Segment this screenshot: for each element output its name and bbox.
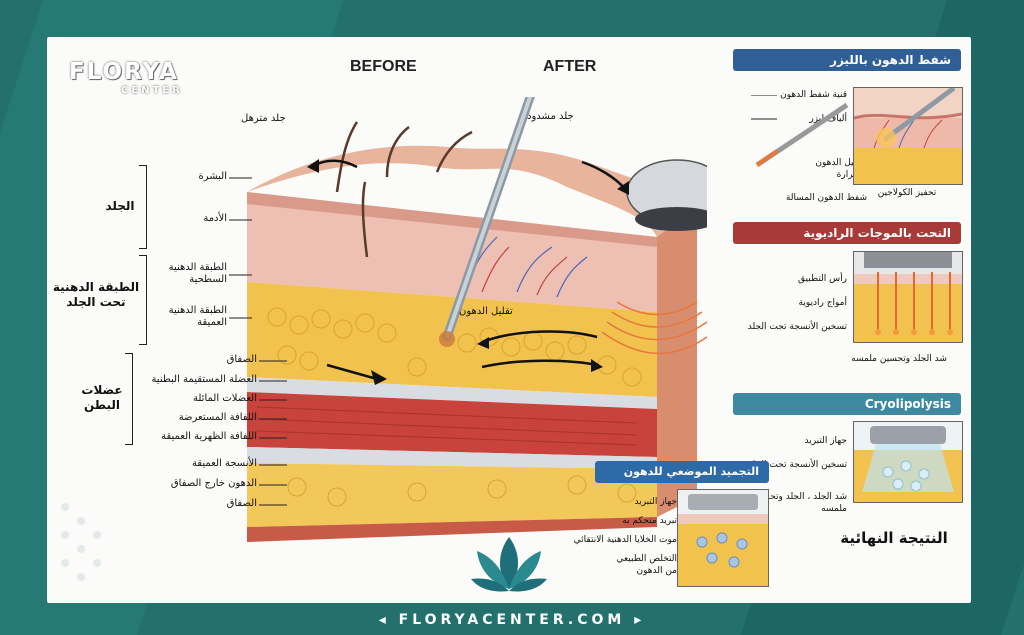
skin-surface-top [247,145,697,237]
fat-cells [267,307,642,507]
rf-item-heating: تسخين الأنسجة تحت الجلد [747,322,847,332]
skin-cross-section [247,97,707,542]
layer-label-dermis: الأدمة [203,213,227,224]
freeze-item-elimination: التخلص الطبيعي من الدهون [616,554,677,576]
hair-strands [335,121,473,258]
rf-item-head: رأس التطبيق [798,274,847,284]
layer-label-deep-tissue: الأنسجة العميقة [191,458,257,469]
label-leaders [229,177,287,506]
laser-illustration [853,87,963,185]
bracket-muscles [125,353,133,445]
laser-illustration-art [854,88,962,184]
rf-device [626,159,707,231]
freeze-item-device: جهاز التبريد [634,497,677,507]
infographic-panel: FLORYA CENTER BEFORE AFTER [47,37,971,603]
layer-label-rectus: العضلة المستقيمة البطنية [151,374,257,385]
rf-title: النحت بالموجات الراديوية [733,222,961,244]
fat-reduction-arrow [481,330,598,369]
layer-label-oblique: العضلات المائلة [193,393,257,404]
laser-cannula [439,97,535,347]
group-skin: الجلد [105,199,135,213]
fascia-layer-lower [247,447,657,469]
lotus-logo-icon [471,537,547,592]
group-subcutaneous: الطبقة الدهنية تحت الجلد [52,280,140,309]
before-heading: BEFORE [350,58,417,75]
cryo-item-tighten: شد الجلد ، الجلد وتحسين ملمسه [752,492,847,514]
epidermis-layer [247,192,657,247]
layer-label-extraperitoneal-fat: الدهون خارج الصفاق [170,478,257,489]
peritoneum-layer [247,517,657,542]
label-tight-skin: جلد مشدود [527,111,574,122]
cryo-illustration [853,421,963,503]
laser-caption: تحفيز الكولاجين [877,188,937,198]
laser-item-suction: شفط الدهون المسالة [785,193,867,203]
cryo-caption: النتيجة النهائية [840,529,948,547]
fascia-layer [247,377,657,409]
muscle-layer [247,392,657,457]
brand-logo: FLORYA [69,59,179,85]
rf-waves [601,301,707,354]
bracket-skin [139,165,147,249]
freeze-illustration-art [678,490,768,568]
layer-label-deep-fat: الطبقة الدهنية العميقة [168,305,227,328]
freeze-illustration [677,489,769,587]
dots-decoration [61,503,101,581]
skin-layer [247,192,657,312]
layer-label-epidermis: البشرة [198,171,227,182]
layer-label-transverse-fascia: اللفافة المستعرضة [178,412,257,423]
rf-illustration-art [854,252,962,335]
laser-fiber-art [751,95,849,168]
cryo-item-device: جهاز التبريد [804,436,847,446]
footer-arrow-left-icon: ◂ [378,612,399,628]
after-heading: AFTER [543,58,597,75]
local-freeze-title: التجميد الموضعي للدهون [595,461,769,483]
fat-flow-arrow [371,370,387,385]
layer-label-peritoneum: الصفاق [226,354,257,365]
muscle-fibers [256,406,638,446]
label-fat-reduction: تقليل الدهون [459,306,513,317]
footer-url[interactable]: ◂ FLORYACENTER.COM ▸ [0,606,1024,635]
bracket-subcutaneous [139,255,147,345]
freeze-item-controlled: تبريد متحكم به [622,516,677,526]
freeze-item-apoptosis: موت الخلايا الدهنية الانتقائي [573,535,677,545]
layer-label-deep-dorsal-fascia: اللفافة الظهرية العميقة [161,431,257,442]
rf-item-waves: أمواج راديوية [798,298,847,308]
laser-item-liquefy: تسييل الدهون بالحرارة [815,158,867,180]
cryo-item-heating: تسخين الأنسجة تحت الجلد [747,460,847,470]
label-loose-skin: جلد مترهل [241,113,286,124]
deep-fat-layer [247,463,657,527]
layer-label-peritoneum-lower: الصفاق [226,498,257,509]
section-side-face [657,207,697,517]
laser-item-cannula: قنية شفط الدهون [780,90,847,100]
footer-arrow-right-icon: ▸ [634,612,646,628]
laser-lipo-title: شفط الدهون بالليزر [733,49,961,71]
layer-label-superficial-fat: الطبقة الدهنية السطحية [168,262,227,285]
group-abdominal-muscles: عضلات البطن [81,383,123,412]
cryo-illustration-art [854,422,962,492]
brand-logo-sub: CENTER [121,85,183,96]
cryo-title: Cryolipolysis [733,393,961,415]
footer-url-text[interactable]: FLORYACENTER.COM [398,612,626,628]
rf-caption: شد الجلد وتحسين ملمسه [851,354,947,364]
rf-illustration [853,251,963,343]
